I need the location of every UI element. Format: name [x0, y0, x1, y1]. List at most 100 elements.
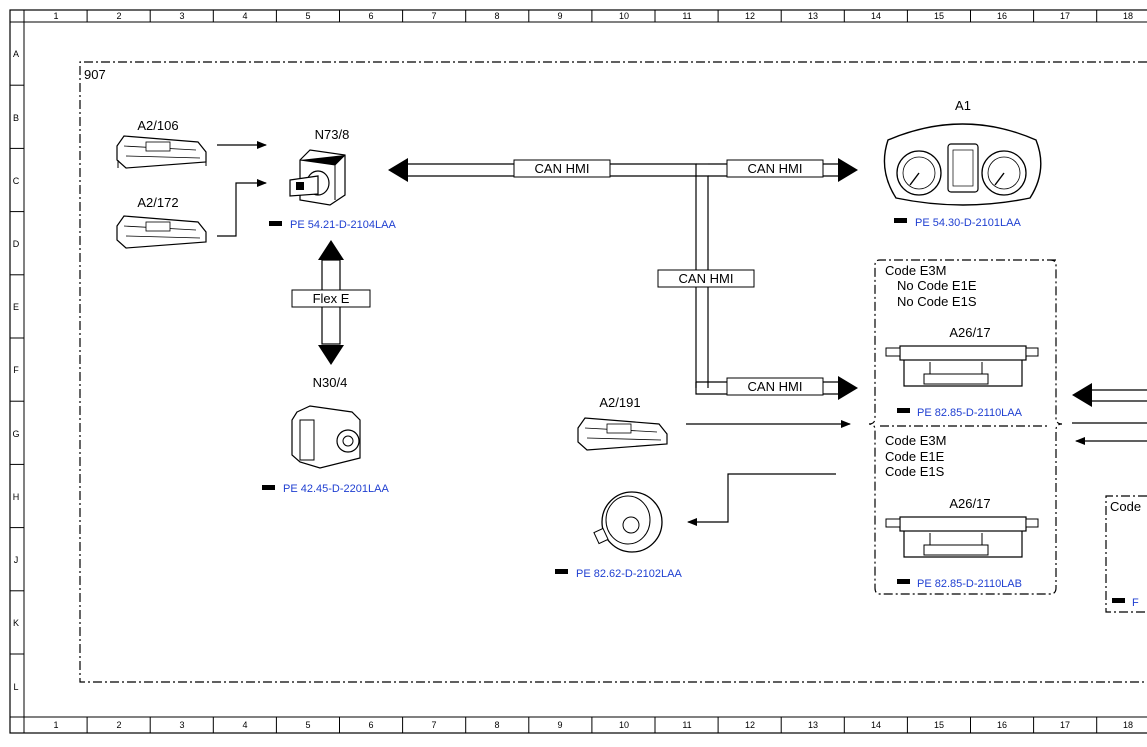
n30-4-reference: PE 42.45-D-2201LAA	[283, 483, 389, 495]
can-hmi-tag-left	[513, 159, 611, 178]
col-label-7-bottom: 7	[431, 720, 436, 730]
right-incoming-arrows	[1072, 383, 1147, 445]
row-label-a: A	[13, 49, 19, 59]
signal-arrow-speaker	[687, 473, 836, 526]
column-labels-bottom: 1 2 3 4 5 6 7 8 9 10 11 12 13 14 15 16 1…	[53, 720, 1133, 730]
a2-106-module	[116, 135, 207, 169]
right-cut-reference: F	[1132, 597, 1139, 609]
col-label-11: 11	[682, 11, 691, 21]
col-label-15-bottom: 15	[934, 720, 944, 730]
row-label-e: E	[13, 302, 19, 312]
can-hmi-label-right: CAN HMI	[748, 161, 803, 176]
row-labels: A B C D E F G H J K L	[12, 49, 19, 692]
reference-icon-a26-17-top	[897, 408, 910, 413]
code-top-line-3: No Code E1S	[897, 294, 977, 309]
n30-4-label: N30/4	[313, 375, 348, 390]
col-label-18-bottom: 18	[1123, 720, 1133, 730]
speaker-unit	[593, 491, 663, 553]
code-top-line-2: No Code E1E	[897, 278, 977, 293]
row-label-d: D	[13, 239, 20, 249]
row-label-h: H	[13, 492, 20, 502]
col-label-16: 16	[997, 11, 1007, 21]
reference-icon-n30-4	[262, 485, 275, 490]
a2-191-module	[577, 417, 668, 451]
col-label-3-bottom: 3	[179, 720, 184, 730]
col-label-7: 7	[431, 11, 436, 21]
col-label-13: 13	[808, 11, 818, 21]
n73-8-ignition-switch	[289, 149, 346, 206]
col-label-13-bottom: 13	[808, 720, 818, 730]
col-label-14: 14	[871, 11, 881, 21]
can-hmi-label-left: CAN HMI	[535, 161, 590, 176]
can-hmi-tag-right	[726, 159, 824, 178]
boundary-label: 907	[84, 67, 106, 82]
code-bottom-line-2: Code E1E	[885, 449, 945, 464]
row-label-b: B	[13, 113, 19, 123]
reference-icon-a26-17-bottom	[897, 579, 910, 584]
col-label-11-bottom: 11	[682, 720, 691, 730]
col-label-8: 8	[494, 11, 499, 21]
a2-172-label: A2/172	[137, 195, 178, 210]
code-bottom-line-1: Code E3M	[885, 433, 946, 448]
row-label-f: F	[13, 365, 19, 375]
column-labels-top: 1 2 3 4 5 6 7 8 9 10 11 12 13 14 15 16 1…	[53, 11, 1133, 21]
a1-instrument-cluster	[883, 123, 1042, 206]
code-group-bracket	[868, 259, 1063, 595]
column-ticks	[23, 10, 1098, 733]
a1-reference: PE 54.30-D-2101LAA	[915, 217, 1021, 229]
code-top-line-1: Code E3M	[885, 263, 946, 278]
row-label-g: G	[12, 429, 19, 439]
row-ticks	[10, 21, 24, 655]
can-hmi-tag-lower	[726, 377, 824, 396]
a2-191-label: A2/191	[599, 395, 640, 410]
can-hmi-tag-mid	[657, 269, 755, 288]
a26-17-bottom-reference: PE 82.85-D-2110LAB	[917, 578, 1022, 590]
can-hmi-label-lower: CAN HMI	[748, 379, 803, 394]
col-label-10-bottom: 10	[619, 720, 629, 730]
col-label-6: 6	[368, 11, 373, 21]
col-label-3: 3	[179, 11, 184, 21]
col-label-14-bottom: 14	[871, 720, 881, 730]
col-label-17-bottom: 17	[1060, 720, 1070, 730]
col-label-1-bottom: 1	[53, 720, 58, 730]
col-label-17: 17	[1060, 11, 1070, 21]
col-label-18: 18	[1123, 11, 1133, 21]
col-label-4: 4	[242, 11, 247, 21]
col-label-2-bottom: 2	[116, 720, 121, 730]
col-label-5-bottom: 5	[305, 720, 310, 730]
col-label-16-bottom: 16	[997, 720, 1007, 730]
reference-icon-right-cut	[1112, 598, 1125, 603]
col-label-15: 15	[934, 11, 944, 21]
a26-17-top-label: A26/17	[949, 325, 990, 340]
a26-17-bottom-unit	[885, 516, 1039, 558]
a26-17-top-unit	[885, 345, 1039, 387]
n30-4-unit	[291, 405, 361, 469]
speaker-reference: PE 82.62-D-2102LAA	[576, 568, 682, 580]
right-cut-code-label: Code	[1110, 499, 1141, 514]
a2-172-module	[116, 215, 207, 249]
boundary-907	[79, 61, 1147, 683]
col-label-12: 12	[745, 11, 755, 21]
col-label-5: 5	[305, 11, 310, 21]
flex-e-label: Flex E	[313, 291, 350, 306]
a1-label: A1	[955, 98, 971, 113]
reference-icon-speaker	[555, 569, 568, 574]
code-bottom-line-3: Code E1S	[885, 464, 945, 479]
can-hmi-trunk	[388, 158, 858, 400]
reference-icon-n73-8	[269, 221, 282, 226]
col-label-2: 2	[116, 11, 121, 21]
col-label-4-bottom: 4	[242, 720, 247, 730]
can-hmi-label-mid: CAN HMI	[679, 271, 734, 286]
row-label-c: C	[13, 176, 20, 186]
drawing-frame	[9, 9, 1147, 734]
col-label-9: 9	[557, 11, 562, 21]
row-label-k: K	[13, 618, 19, 628]
a26-17-bottom-label: A26/17	[949, 496, 990, 511]
a26-17-top-reference: PE 82.85-D-2110LAA	[917, 407, 1023, 419]
col-label-8-bottom: 8	[494, 720, 499, 730]
flex-e-tag	[291, 289, 371, 308]
col-label-10: 10	[619, 11, 629, 21]
row-label-l: L	[13, 682, 18, 692]
